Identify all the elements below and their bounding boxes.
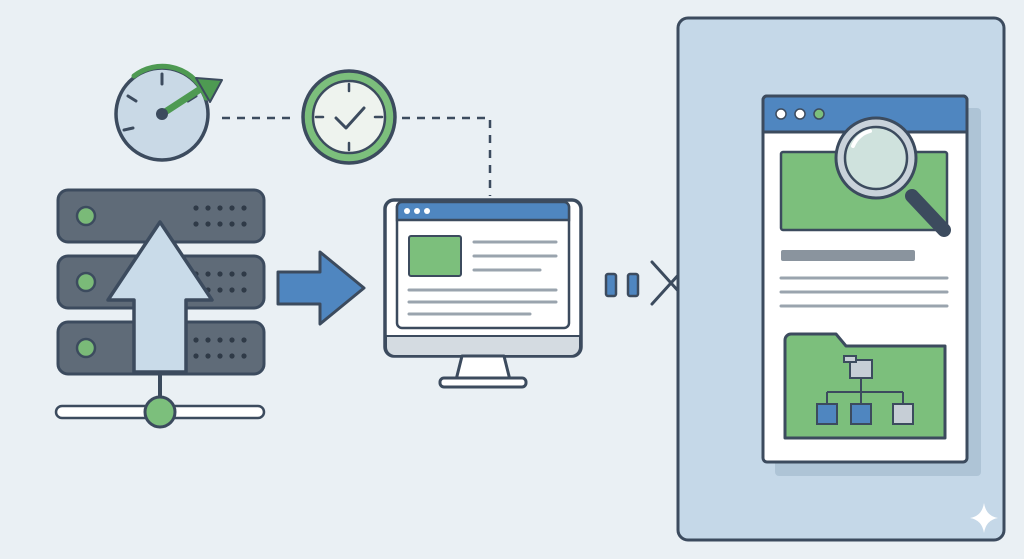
sparkle-icon xyxy=(970,503,998,533)
server-vent-dots xyxy=(193,337,247,359)
server-unit xyxy=(56,188,266,244)
browser-window xyxy=(395,200,571,330)
folder-sitemap-icon xyxy=(783,332,947,440)
upload-arrow-icon xyxy=(106,220,214,374)
magnifier-icon xyxy=(834,116,951,237)
flow-arrow-icon xyxy=(276,250,366,326)
monitor-icon xyxy=(383,198,583,389)
clock-check-icon xyxy=(301,69,397,165)
speedometer-icon xyxy=(114,63,223,162)
network-node-icon xyxy=(54,374,266,429)
dashed-connector xyxy=(222,116,492,196)
server-vent-dots xyxy=(193,205,247,227)
